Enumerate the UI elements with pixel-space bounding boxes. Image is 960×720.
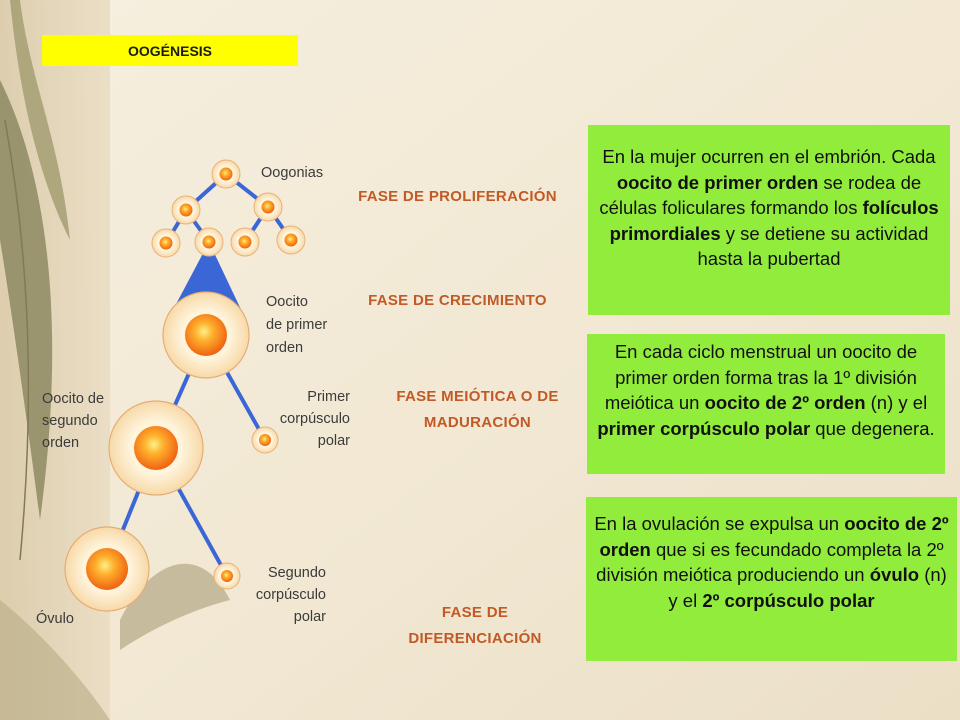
info-text: se rodea de células foliculares formando… — [599, 171, 922, 219]
info-text: que degenera. — [810, 417, 935, 439]
phase-proliferacion: FASE DE PROLIFERACIÓN — [358, 188, 557, 205]
first-polar-body-cell — [251, 426, 279, 454]
oogonia-cell — [276, 225, 306, 255]
info-text-bold: folículos primordiales — [609, 197, 939, 244]
primary-oocyte-cell — [162, 291, 250, 379]
phase-diferenciacion: FASE DE DIFERENCIACIÓN — [408, 604, 542, 647]
oogonia-cell — [230, 227, 260, 257]
info-box-ovulacion: En la ovulación se expulsa un oocito de … — [586, 497, 957, 661]
title-banner: OOGÉNESIS — [42, 35, 298, 66]
oogonia-cell — [194, 227, 224, 257]
label-ovulo: Óvulo — [36, 611, 74, 627]
label-oocito-segundo-orden: Oocito de segundo orden — [42, 391, 105, 451]
second-polar-body-cell — [213, 562, 241, 590]
secondary-oocyte-cell — [108, 400, 204, 496]
label-oogonias: Oogonias — [261, 165, 324, 181]
label-segundo-corpusculo-polar: Segundo corpúsculo polar — [255, 565, 326, 625]
info-text-bold: oocito de 2º orden — [599, 513, 949, 560]
info-text-bold: oocito de primer orden — [616, 171, 819, 193]
phase-meiotica: FASE MEIÓTICA O DE MADURACIÓN — [396, 388, 559, 431]
info-text-bold: óvulo — [869, 564, 920, 585]
oogonia-cell — [151, 228, 181, 258]
info-text: (n) y el — [668, 564, 947, 611]
info-text: En la mujer ocurren en el embrión. Cada — [602, 146, 936, 167]
info-text: En cada ciclo menstrual un oocito de pri… — [604, 341, 918, 413]
label-primer-corpusculo-polar: Primer corpúsculo polar — [279, 389, 350, 449]
info-text-bold: oocito de 2º orden — [704, 392, 866, 413]
info-box-embrion: En la mujer ocurren en el embrión. Cada … — [588, 125, 950, 315]
info-box-ciclo-menstrual: En cada ciclo menstrual un oocito de pri… — [587, 334, 945, 474]
oogonia-cell — [211, 159, 241, 189]
oogonia-cell — [171, 195, 201, 225]
info-text: En la ovulación se expulsa un — [594, 513, 845, 534]
info-text: y se detiene su actividad hasta la puber… — [697, 222, 929, 270]
info-text-bold: primer corpúsculo polar — [597, 417, 811, 439]
phase-crecimiento: FASE DE CRECIMIENTO — [368, 292, 547, 309]
oogonia-cell — [253, 192, 283, 222]
info-text: que si es fecundado completa la 2º divis… — [596, 538, 944, 586]
info-text-bold: 2º corpúsculo polar — [702, 589, 875, 611]
diagram-title: OOGÉNESIS — [127, 42, 213, 59]
info-text: (n) y el — [865, 392, 928, 413]
label-oocito-primer-orden: Oocito de primer orden — [266, 294, 328, 356]
ovum-cell — [64, 526, 150, 612]
leaf-decoration-icon — [0, 0, 230, 720]
